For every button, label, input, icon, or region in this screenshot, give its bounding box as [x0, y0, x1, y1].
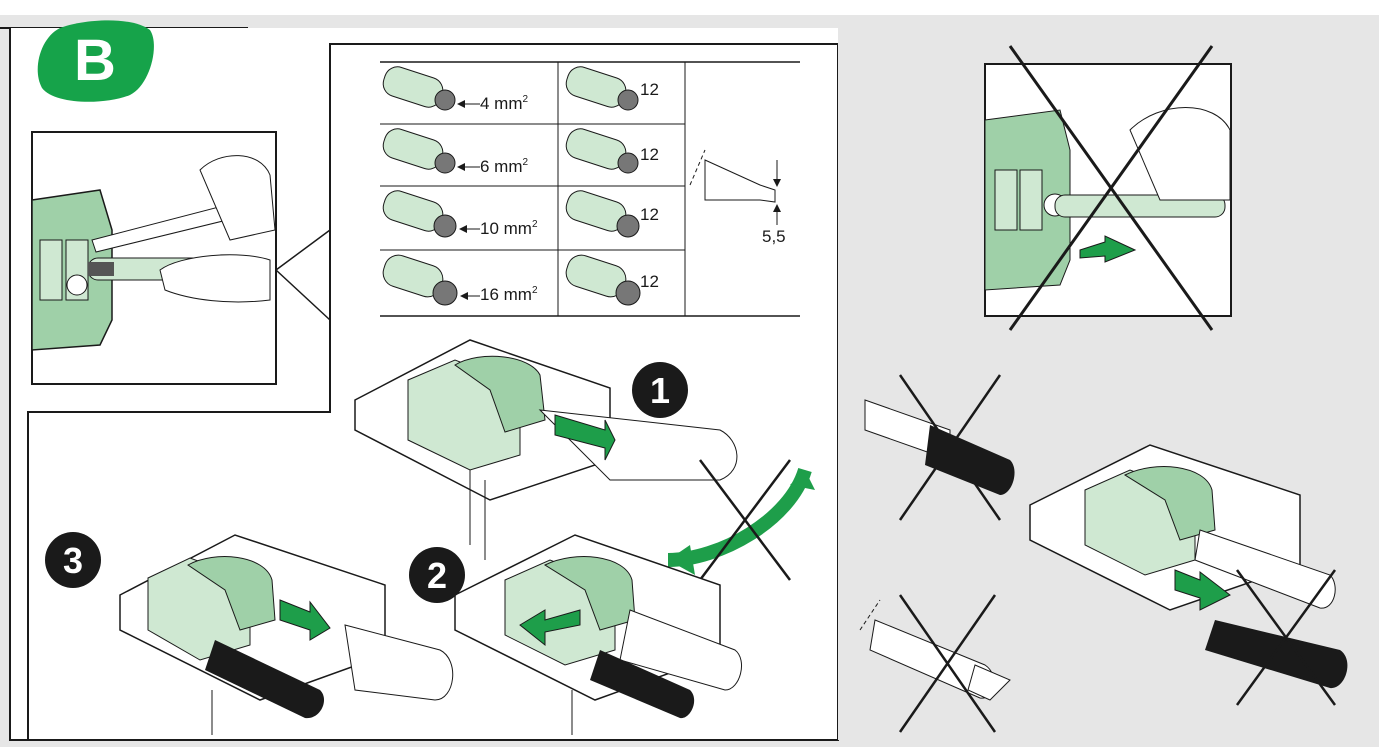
wrong-ferrule-illustration [864, 374, 1015, 521]
tip-width-label: 5,5 [762, 227, 786, 246]
svg-text:4 mm2: 4 mm2 [480, 94, 529, 113]
section-badge: B [37, 20, 154, 102]
table-row: 16 mm2 12 [382, 254, 659, 306]
green-arrow-icon [279, 599, 331, 641]
svg-text:12: 12 [640, 272, 659, 291]
table-row: 4 mm2 12 [382, 66, 659, 113]
step-number: 2 [427, 555, 447, 596]
svg-text:12: 12 [640, 145, 659, 164]
svg-text:16 mm2: 16 mm2 [480, 285, 538, 304]
green-arrow-icon [554, 414, 616, 461]
step-1-illustration: 1 [354, 339, 815, 581]
step-number: 1 [650, 370, 670, 411]
detail-insert-wire [31, 131, 277, 385]
section-letter: B [74, 28, 116, 93]
wrong-screwdriver-illustration [859, 594, 1011, 733]
green-arrow-icon [1079, 235, 1137, 263]
table-row: 6 mm2 12 [382, 128, 659, 176]
green-arrow-icon [668, 545, 695, 575]
wrong-double-wire-illustration [1029, 444, 1348, 706]
table-row: 10 mm2 12 [382, 190, 659, 238]
svg-text:12: 12 [640, 80, 659, 99]
wrong-removal-illustration [984, 45, 1232, 331]
svg-text:10 mm2: 10 mm2 [480, 219, 538, 238]
svg-text:6 mm2: 6 mm2 [480, 157, 529, 176]
green-arrow-icon [1174, 569, 1231, 611]
step-2-illustration: 2 [409, 534, 743, 735]
step-number: 3 [63, 540, 83, 581]
svg-text:12: 12 [640, 205, 659, 224]
screwdriver-tip-spec: 5,5 [689, 149, 786, 246]
step-3-illustration: 3 [45, 532, 454, 735]
wire-size-table: 4 mm2 12 6 mm2 12 10 mm2 12 [380, 61, 800, 317]
green-arrow-icon [519, 609, 581, 647]
